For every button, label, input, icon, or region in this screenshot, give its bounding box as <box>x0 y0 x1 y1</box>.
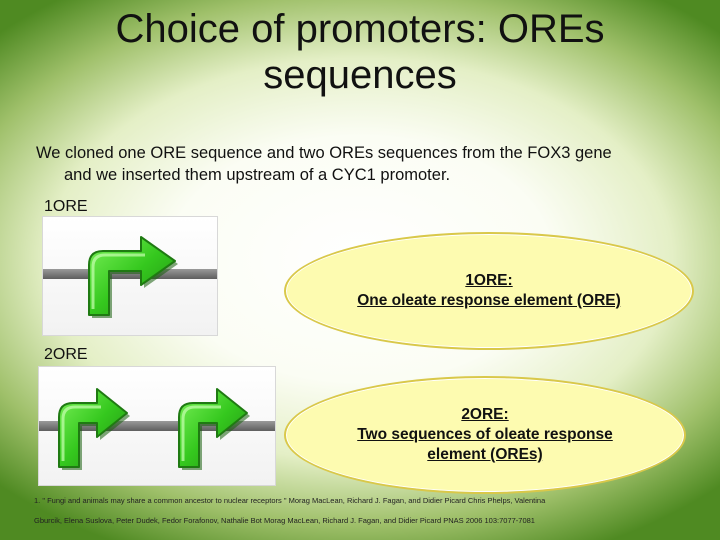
slide-title: Choice of promoters: OREs sequences <box>0 6 720 98</box>
ore2-callout-desc-2: element (OREs) <box>427 445 542 465</box>
ore2-callout-desc-1: Two sequences of oleate response <box>357 425 613 445</box>
ore1-callout-title: 1ORE: <box>465 271 512 291</box>
footnote-line-1: 1. " Fungi and animals may share a commo… <box>34 496 545 505</box>
ore2-promoter-svg <box>39 367 275 485</box>
footnote-line-2: Gburcik, Elena Suslova, Peter Dudek, Fed… <box>34 516 535 525</box>
title-line-2: sequences <box>263 53 456 97</box>
title-line-1: Choice of promoters: OREs <box>115 7 604 51</box>
intro-line-2: and we inserted them upstream of a CYC1 … <box>64 166 450 184</box>
ore2-callout-title: 2ORE: <box>461 405 508 425</box>
ore2-label: 2ORE <box>44 346 88 364</box>
intro-text: We cloned one ORE sequence and two OREs … <box>36 142 720 186</box>
footnote-citation: 1. " Fungi and animals may share a commo… <box>34 491 674 531</box>
intro-line-1: We cloned one ORE sequence and two OREs … <box>36 144 612 162</box>
ore1-promoter-svg <box>43 217 217 335</box>
ore2-callout: 2ORE: Two sequences of oleate response e… <box>284 376 686 494</box>
ore2-diagram <box>38 366 276 486</box>
ore1-callout: 1ORE: One oleate response element (ORE) <box>284 232 694 350</box>
ore1-callout-desc: One oleate response element (ORE) <box>357 291 621 311</box>
ore1-label: 1ORE <box>44 198 88 216</box>
ore1-diagram <box>42 216 218 336</box>
